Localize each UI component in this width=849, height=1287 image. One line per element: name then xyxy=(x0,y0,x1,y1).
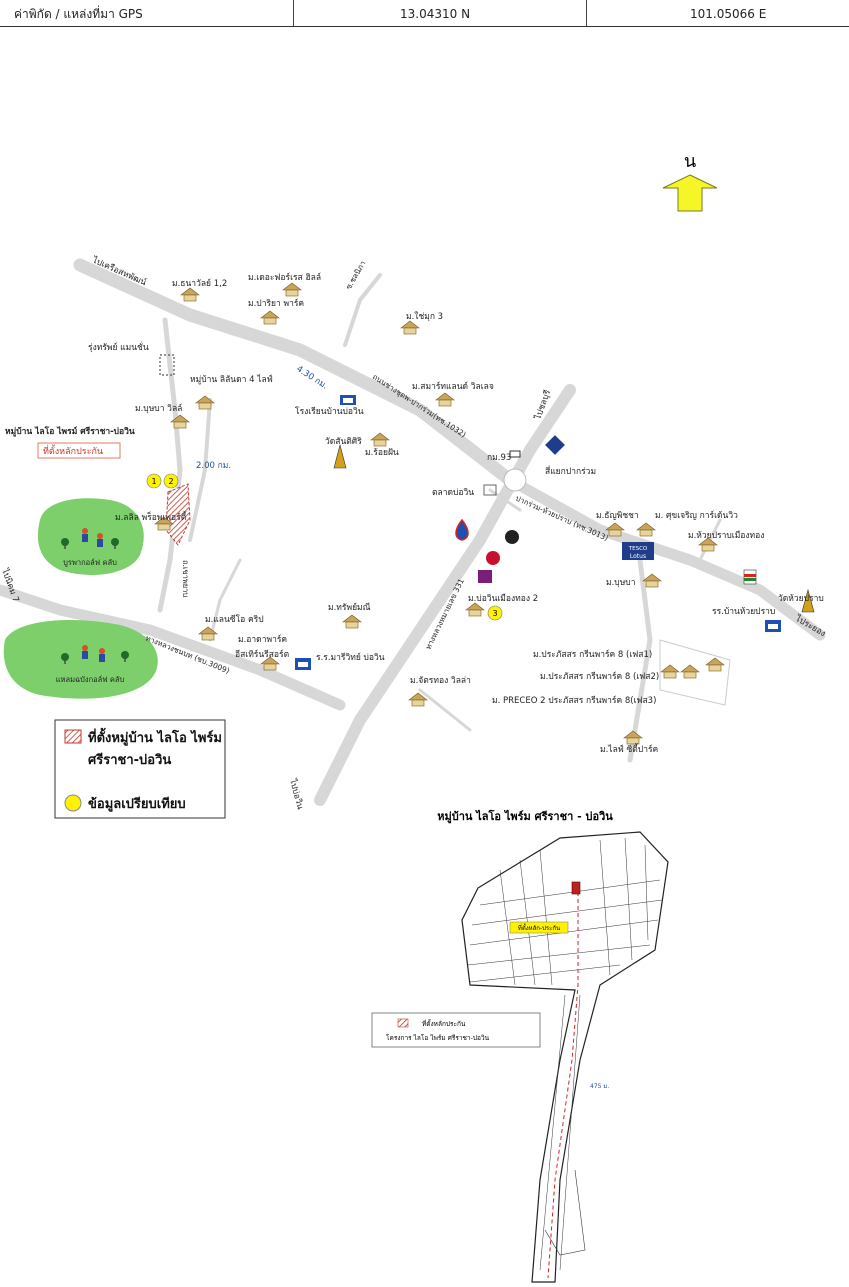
place-label: ร.ร.มารีวิทย์ บ่อวิน xyxy=(316,652,385,663)
plan-legend-swatch xyxy=(397,1018,409,1028)
place-label: ม.ธนาวัลย์ 1,2 xyxy=(172,278,227,289)
place-label: สี่แยกปากร่วม xyxy=(545,465,596,477)
place-label: ตลาดบ่อวิน xyxy=(432,488,474,498)
badge-number: 3 xyxy=(492,609,497,618)
place-label: วัดสันติศิริ xyxy=(325,437,362,447)
place-label: โรงเรียนบ้านบ่อวิน xyxy=(295,406,364,417)
road-label: ถ.เขาพยาบ xyxy=(181,560,190,597)
place-label: ม.บุษบา วิลล์ xyxy=(135,403,182,414)
rungsap-site xyxy=(159,354,175,376)
place-label: ม.อาดาพาร์ค xyxy=(238,634,287,645)
north-arrow: น xyxy=(662,151,718,212)
school-icon xyxy=(765,620,781,632)
collateral-label: ที่ตั้งหลักประกัน xyxy=(43,444,103,457)
north-label: น xyxy=(684,151,696,172)
legend-yellow-swatch xyxy=(64,794,82,812)
gps-label: ค่าพิกัด / แหล่งที่มา GPS xyxy=(14,7,143,21)
comparison-badge: 1 xyxy=(146,473,162,489)
place-label: วัดห้วยปราบ xyxy=(778,593,824,604)
plan-legend-item: โครงการ ไลโอ ไพร์ม ศรีราชา-บ่อวิน xyxy=(386,1034,490,1042)
place-label: ม.ลลิล พร็อพเพอร์ตี้ xyxy=(115,511,187,523)
place-label: รร.บ้านห้วยปราบ xyxy=(712,606,775,617)
project-label: หมู่บ้าน ไลโอ ไพรม์ ศรีราชา-บ่อวิน xyxy=(5,426,135,437)
road-label: ซ.ชลนิภา xyxy=(344,259,368,291)
tesco-label: TESCO xyxy=(628,546,648,552)
school-icon xyxy=(295,658,311,670)
comparison-badge: 3 xyxy=(487,605,503,621)
bank-icon xyxy=(505,530,519,544)
place-label: ม.เดอะฟอร์เรส ฮิลล์ xyxy=(248,272,321,283)
place-label: กม.93 xyxy=(487,453,511,463)
gps-header-row: ค่าพิกัด / แหล่งที่มา GPS 13.04310 N 101… xyxy=(0,0,849,27)
lotus-label: Lotus xyxy=(630,553,646,560)
place-label: ม.ทรัพย์มณี xyxy=(328,602,371,613)
plan-legend: ที่ตั้งหลักประกัน โครงการ ไลโอ ไพร์ม ศรี… xyxy=(371,1012,541,1048)
divider xyxy=(586,0,587,26)
place-label: ม. PRECEO 2 ประภัสสร กรีนพาร์ค 8(เฟส3) xyxy=(492,695,656,706)
plan-collateral-marker xyxy=(571,881,581,895)
direction-label: ไปบ่อวิน xyxy=(287,777,306,811)
place-label: อีสเทิร์นรีสอร์ต xyxy=(235,649,289,660)
direction-label: ไประยอง xyxy=(793,613,828,640)
roads xyxy=(0,258,826,806)
place-label: ม.ประภัสสร กรีนพาร์ค 8 (เฟส1) xyxy=(533,649,652,660)
seven-eleven-icon xyxy=(743,569,757,585)
legend-item: ที่ตั้งหมู่บ้าน ไลโอ ไพร์ม xyxy=(88,727,222,746)
collateral-label-box xyxy=(37,442,121,459)
bank-icon xyxy=(478,570,492,583)
place-label: ม.บ่อวินเมืองทอง 2 xyxy=(468,593,538,604)
badge-number: 1 xyxy=(151,477,156,486)
bank-icon xyxy=(545,435,565,455)
plan-title: หมู่บ้าน ไลโอ ไพร์ม ศรีราชา - บ่อวิน xyxy=(437,809,613,824)
legend-item: ข้อมูลเปรียบเทียบ xyxy=(88,796,186,812)
badge-number: 2 xyxy=(168,477,173,486)
place-label: หมู่บ้าน ลิลันดา 4 ไลฟ์ xyxy=(190,374,273,385)
place-label: ม.ธัญพิชชา xyxy=(596,511,639,521)
place-label: ม.ใช่มุก 3 xyxy=(406,311,443,322)
place-label: ม.ไลฟ์ ซิตี้ปาร์ค xyxy=(600,743,658,755)
divider xyxy=(293,0,294,26)
bank-icon xyxy=(486,551,500,565)
place-label: บูรพากอล์ฟ คลับ xyxy=(63,558,117,567)
place-label: ม.บุษบา xyxy=(606,578,635,588)
place-label: ม.ประภัสสร กรีนพาร์ค 8 (เฟส2) xyxy=(540,671,659,682)
place-label: ม.ร้อยฝัน xyxy=(365,447,399,458)
map-legend: ที่ตั้งหมู่บ้าน ไลโอ ไพร์ม ศรีราชา-บ่อวิ… xyxy=(54,719,226,819)
plan-callout: ที่ตั้งหลัก-ประกัน xyxy=(518,922,560,932)
golf-course-burapa: บูรพากอล์ฟ คลับ xyxy=(37,498,144,575)
gps-longitude: 101.05066 E xyxy=(690,7,767,21)
legend-hatch-swatch xyxy=(64,729,82,744)
place-label: ม.แลนซีโอ คริป xyxy=(205,614,264,625)
market-icon xyxy=(483,484,497,496)
place-label: ม.สมาร์ทแลนด์ วิลเลจ xyxy=(412,381,494,392)
gps-latitude: 13.04310 N xyxy=(400,7,471,21)
site-plan: ที่ตั้งหลัก-ประกัน 475 ม. xyxy=(461,831,669,1283)
golf-course-laem: แหลมฉบังกอล์ฟ คลับ xyxy=(3,620,158,699)
place-label: ม.ห้วยปราบเมืองทอง xyxy=(688,530,764,541)
place-label: รุ่งทรัพย์ แมนชั่น xyxy=(88,341,149,353)
tesco-lotus-icon: TESCO Lotus xyxy=(622,542,654,560)
school-icon xyxy=(340,395,356,405)
place-label: ม.ปาริยา พาร์ค xyxy=(248,298,304,309)
prakas-site-block xyxy=(659,639,731,706)
temple-icon xyxy=(333,443,347,469)
place-label: ม. ศุขเจริญ การ์เด้นวิว xyxy=(655,510,738,521)
legend-item: ศรีราชา-บ่อวิน xyxy=(88,752,171,768)
comparison-badge: 2 xyxy=(163,473,179,489)
temple-icon xyxy=(801,588,815,613)
direction-label: ไปนิคม 7 xyxy=(0,566,21,603)
place-label: แหลมฉบังกอล์ฟ คลับ xyxy=(56,675,125,684)
distance-label: 2.00 กม. xyxy=(196,461,231,471)
plan-legend-item: ที่ตั้งหลักประกัน xyxy=(422,1019,466,1028)
plan-distance: 475 ม. xyxy=(590,1083,609,1090)
place-label: ม.จัตรทอง วิลล่า xyxy=(410,676,471,686)
gas-station-icon xyxy=(455,518,469,541)
plan-callout-box xyxy=(509,921,569,934)
mail-icon xyxy=(509,450,521,458)
